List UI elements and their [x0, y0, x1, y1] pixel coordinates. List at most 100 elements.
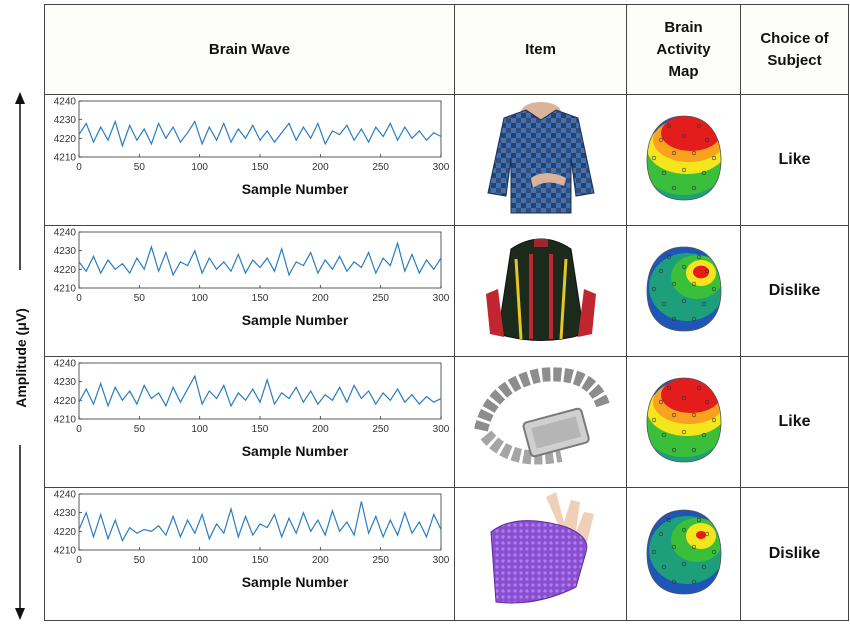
y-tick-label: 4210: [54, 546, 77, 557]
eeg-signal-line: [78, 119, 442, 148]
x-tick-label: 100: [191, 555, 208, 566]
y-tick-label: 4230: [54, 115, 77, 126]
x-tick-label: 300: [433, 293, 450, 304]
x-tick-label: 300: [433, 424, 450, 435]
brain-map-cell: [626, 94, 741, 226]
electrode-marker: [661, 170, 666, 175]
electrode-marker: [691, 281, 696, 286]
electrode-marker: [704, 137, 709, 142]
brain-activity-map-2: [646, 246, 721, 331]
electrode-marker: [658, 531, 663, 536]
electrode-marker: [704, 399, 709, 404]
electrode-marker: [651, 417, 656, 422]
x-tick-label: 0: [76, 162, 82, 173]
y-tick-label: 4220: [54, 265, 77, 276]
x-tick-label: 200: [312, 555, 329, 566]
electrode-marker: [696, 385, 701, 390]
item-cell: [454, 225, 627, 357]
header-row: Brain Wave Item Brain Activity Map Choic…: [44, 4, 849, 95]
head-outline: [646, 377, 721, 462]
x-tick-label: 100: [191, 424, 208, 435]
header-map-line-1: Brain: [664, 18, 703, 36]
electrode-marker: [666, 123, 671, 128]
electrode-marker: [661, 301, 666, 306]
electrode-marker: [701, 170, 706, 175]
electrode-marker: [704, 531, 709, 536]
x-axis-title: Sample Number: [242, 574, 349, 590]
brain-map-cell: [626, 225, 741, 357]
x-tick-label: 150: [252, 162, 269, 173]
choice-cell: Like: [740, 356, 849, 488]
shirt-icon: [486, 101, 595, 213]
plot-frame: [78, 362, 442, 420]
x-tick-label: 200: [312, 162, 329, 173]
y-axis-label: Amplitude (μV): [13, 308, 29, 408]
electrode-marker: [658, 137, 663, 142]
electrode-marker: [671, 447, 676, 452]
electrode-marker: [701, 564, 706, 569]
x-tick-label: 100: [191, 162, 208, 173]
electrode-marker: [671, 281, 676, 286]
electrode-marker: [691, 150, 696, 155]
y-tick-label: 4240: [54, 228, 77, 239]
eeg-signal-line: [78, 241, 442, 277]
x-tick-label: 150: [252, 555, 269, 566]
electrode-marker: [681, 298, 686, 303]
electrode-marker: [681, 133, 686, 138]
electrode-marker: [666, 385, 671, 390]
x-tick-label: 50: [134, 293, 146, 304]
electrode-marker: [681, 264, 686, 269]
y-tick-label: 4240: [54, 359, 77, 370]
header-choice-of-subject: Choice of Subject: [740, 4, 849, 95]
brain-activity-map-3: [646, 377, 721, 462]
header-map-line-3: Map: [668, 62, 699, 80]
head-outline: [646, 115, 721, 200]
item-cell: [454, 487, 627, 621]
y-tick-label: 4240: [54, 97, 77, 108]
x-tick-label: 0: [76, 424, 82, 435]
item-cell: [454, 356, 627, 488]
electrode-marker: [651, 549, 656, 554]
electrode-marker: [671, 316, 676, 321]
electrode-marker: [658, 399, 663, 404]
header-choice-line-1: Choice of: [760, 29, 829, 47]
electrode-marker: [658, 268, 663, 273]
electrode-marker: [651, 286, 656, 291]
plot-frame: [78, 100, 442, 158]
electrode-marker: [661, 564, 666, 569]
x-tick-label: 150: [252, 424, 269, 435]
eeg-signal-line: [78, 374, 442, 408]
choice-cell: Like: [740, 94, 849, 226]
x-axis-title: Sample Number: [242, 181, 349, 197]
electrode-marker: [701, 301, 706, 306]
electrode-marker: [711, 417, 716, 422]
backpack-icon: [485, 238, 596, 341]
x-tick-label: 200: [312, 424, 329, 435]
x-tick-label: 50: [134, 424, 146, 435]
x-tick-label: 300: [433, 555, 450, 566]
electrode-marker: [696, 254, 701, 259]
eeg-signal-line: [78, 501, 442, 543]
electrode-marker: [671, 185, 676, 190]
electrode-marker: [711, 155, 716, 160]
electrode-marker: [661, 432, 666, 437]
x-tick-label: 100: [191, 293, 208, 304]
electrode-marker: [691, 316, 696, 321]
y-tick-label: 4230: [54, 508, 77, 519]
choice-cell: Dislike: [740, 225, 849, 357]
electrode-marker: [704, 268, 709, 273]
plot-frame: [78, 231, 442, 289]
head-outline: [646, 509, 721, 594]
header-map-line-2: Activity: [656, 40, 711, 58]
glove-icon: [489, 491, 594, 603]
item-cell: [454, 94, 627, 226]
electrode-marker: [711, 286, 716, 291]
